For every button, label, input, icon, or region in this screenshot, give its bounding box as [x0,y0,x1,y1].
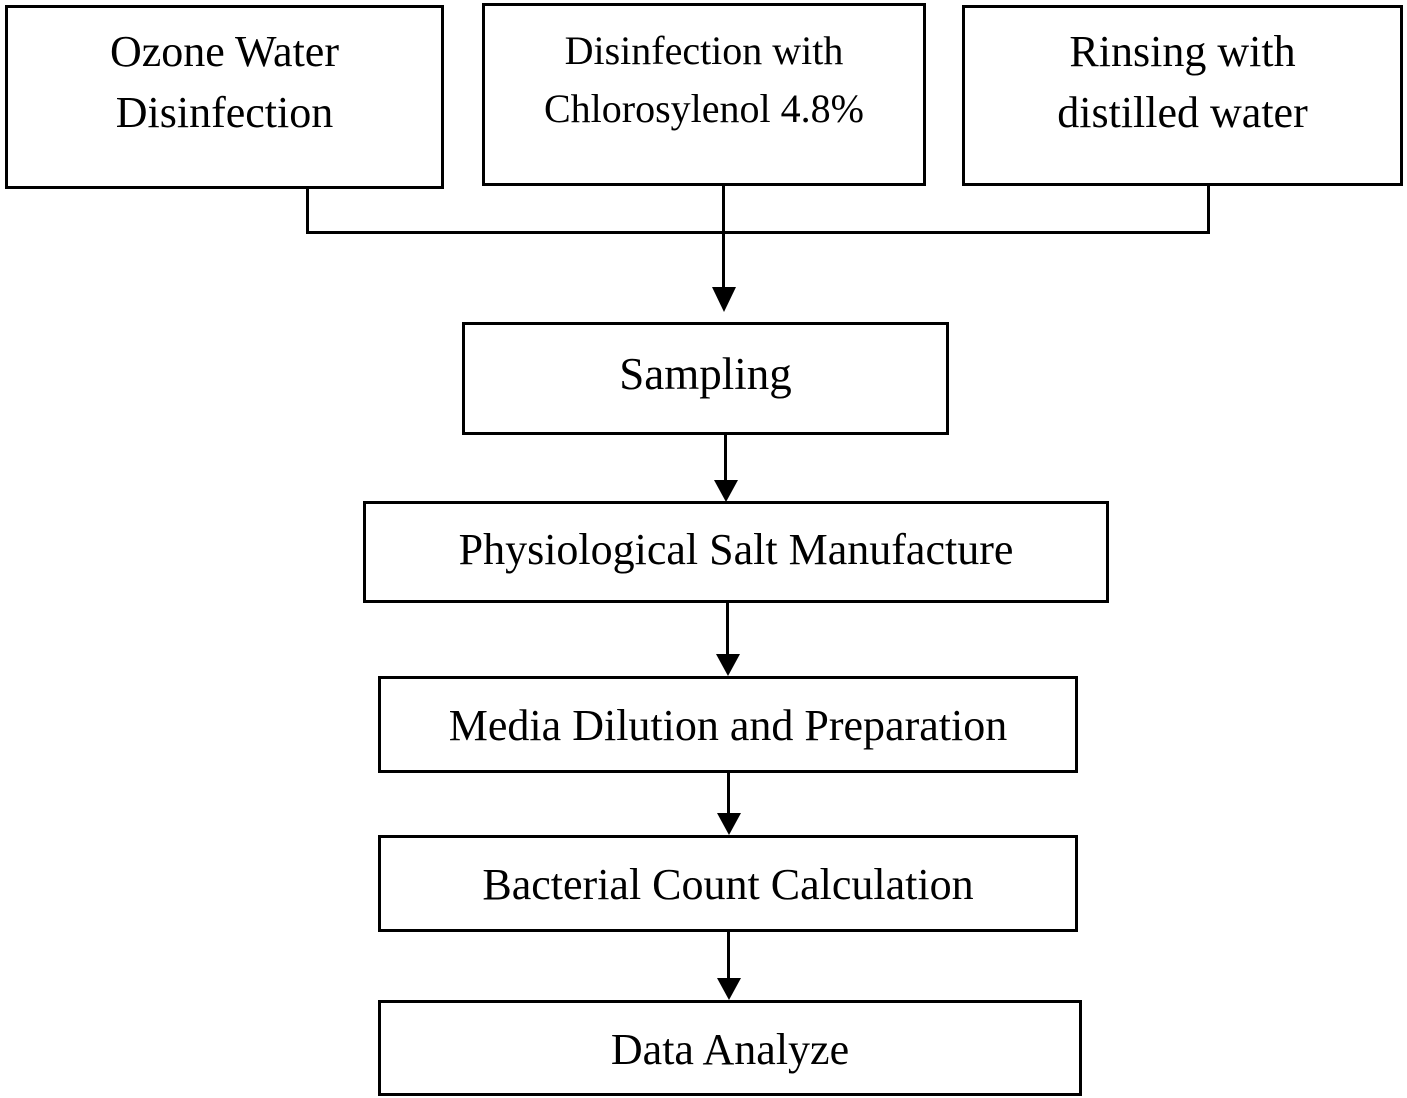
connector-stub-left [306,188,309,234]
node-sampling: Sampling [462,322,949,435]
connector-stub-center [722,186,725,234]
node-disinfection-chlorosylenol: Disinfection with Chlorosylenol 4.8% [482,3,926,186]
arrow-shaft-to-sampling [722,234,725,287]
arrowhead-down-icon [717,813,741,835]
node-ozone-water-disinfection: Ozone Water Disinfection [5,5,444,189]
node-bacterial-count-calculation: Bacterial Count Calculation [378,835,1078,932]
arrow-shaft-to-bacterial [727,773,730,813]
connector-merge-line [306,231,1210,234]
node-rinsing-distilled-water: Rinsing with distilled water [962,5,1403,186]
arrow-shaft-to-data-analyze [727,932,730,978]
arrowhead-down-icon [717,978,741,1000]
node-physiological-salt-manufacture: Physiological Salt Manufacture [363,501,1109,603]
arrow-shaft-to-physiological [724,435,727,480]
arrowhead-down-icon [714,480,738,502]
arrowhead-down-icon [712,287,736,312]
node-media-dilution-preparation: Media Dilution and Preparation [378,676,1078,773]
node-data-analyze: Data Analyze [378,1000,1082,1096]
arrow-shaft-to-media [726,603,729,654]
connector-stub-right [1207,186,1210,234]
arrowhead-down-icon [716,654,740,676]
